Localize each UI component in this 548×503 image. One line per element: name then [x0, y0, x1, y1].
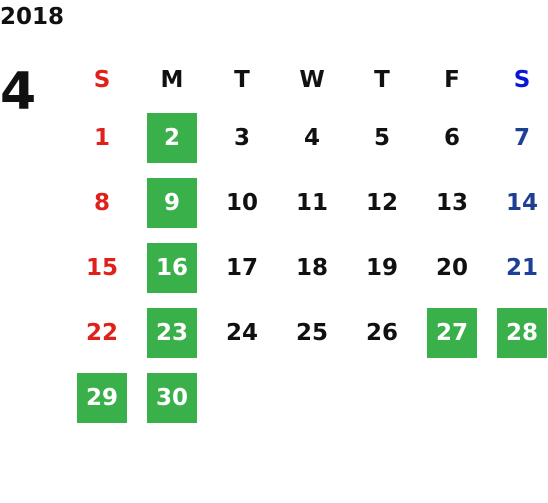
- day-number[interactable]: 20: [435, 254, 468, 281]
- week-row: 29 30: [67, 365, 548, 430]
- day-cell: 28: [487, 300, 548, 365]
- day-number[interactable]: 22: [85, 319, 118, 346]
- day-number[interactable]: 18: [295, 254, 328, 281]
- day-number-highlighted[interactable]: 27: [427, 307, 477, 358]
- day-number[interactable]: 14: [505, 189, 538, 216]
- empty-day-cell: [347, 365, 417, 430]
- day-cell: 16: [137, 235, 207, 300]
- calendar-grid: S M T W T F S 1 2 3 4 5 6 7 8 9 10 11 12…: [67, 55, 548, 430]
- day-number[interactable]: 6: [443, 124, 460, 151]
- day-number[interactable]: 17: [225, 254, 258, 281]
- day-cell: 26: [347, 300, 417, 365]
- day-number[interactable]: 24: [225, 319, 258, 346]
- day-cell: 30: [137, 365, 207, 430]
- day-cell: 15: [67, 235, 137, 300]
- week-row: 15 16 17 18 19 20 21: [67, 235, 548, 300]
- weekday-header-thu: T: [347, 55, 417, 105]
- day-number[interactable]: 21: [505, 254, 538, 281]
- weekday-label: W: [299, 67, 325, 93]
- day-cell: 24: [207, 300, 277, 365]
- day-number-highlighted[interactable]: 16: [147, 242, 197, 293]
- month-number: 4: [0, 62, 37, 122]
- weekday-label: S: [93, 67, 111, 93]
- weekday-header-mon: M: [137, 55, 207, 105]
- weekday-label: S: [513, 67, 531, 93]
- weekday-header-fri: F: [417, 55, 487, 105]
- day-number-highlighted[interactable]: 23: [147, 307, 197, 358]
- day-number[interactable]: 11: [295, 189, 328, 216]
- day-cell: 20: [417, 235, 487, 300]
- day-number[interactable]: 1: [93, 124, 110, 151]
- empty-day-cell: [487, 365, 548, 430]
- day-cell: 10: [207, 170, 277, 235]
- day-cell: 27: [417, 300, 487, 365]
- day-number[interactable]: 25: [295, 319, 328, 346]
- day-cell: 7: [487, 105, 548, 170]
- day-cell: 11: [277, 170, 347, 235]
- day-cell: 12: [347, 170, 417, 235]
- day-cell: 19: [347, 235, 417, 300]
- day-number[interactable]: 26: [365, 319, 398, 346]
- day-cell: 2: [137, 105, 207, 170]
- day-cell: 23: [137, 300, 207, 365]
- weekday-header-tue: T: [207, 55, 277, 105]
- day-cell: 4: [277, 105, 347, 170]
- day-number[interactable]: 8: [93, 189, 110, 216]
- day-cell: 18: [277, 235, 347, 300]
- day-cell: 29: [67, 365, 137, 430]
- day-cell: 22: [67, 300, 137, 365]
- day-number-highlighted[interactable]: 9: [147, 177, 197, 228]
- day-cell: 8: [67, 170, 137, 235]
- weekday-label: M: [160, 67, 184, 93]
- day-number[interactable]: 19: [365, 254, 398, 281]
- weekday-header-wed: W: [277, 55, 347, 105]
- day-number-highlighted[interactable]: 29: [77, 372, 127, 423]
- day-number[interactable]: 15: [85, 254, 118, 281]
- weekday-label: F: [444, 67, 460, 93]
- day-number[interactable]: 10: [225, 189, 258, 216]
- weekday-label: T: [374, 67, 390, 93]
- weekday-header-sun: S: [67, 55, 137, 105]
- day-cell: 17: [207, 235, 277, 300]
- weekday-label: T: [234, 67, 250, 93]
- day-number-highlighted[interactable]: 28: [497, 307, 547, 358]
- empty-day-cell: [277, 365, 347, 430]
- day-cell: 25: [277, 300, 347, 365]
- day-cell: 1: [67, 105, 137, 170]
- empty-day-cell: [417, 365, 487, 430]
- day-number[interactable]: 12: [365, 189, 398, 216]
- day-cell: 13: [417, 170, 487, 235]
- weekday-header-sat: S: [487, 55, 548, 105]
- day-cell: 6: [417, 105, 487, 170]
- day-number[interactable]: 13: [435, 189, 468, 216]
- day-number[interactable]: 4: [303, 124, 320, 151]
- day-number[interactable]: 5: [373, 124, 390, 151]
- week-row: 22 23 24 25 26 27 28: [67, 300, 548, 365]
- year-label: 2018: [0, 4, 65, 30]
- empty-day-cell: [207, 365, 277, 430]
- day-number-highlighted[interactable]: 2: [147, 112, 197, 163]
- day-cell: 3: [207, 105, 277, 170]
- weekday-header-row: S M T W T F S: [67, 55, 548, 105]
- day-cell: 21: [487, 235, 548, 300]
- week-row: 8 9 10 11 12 13 14: [67, 170, 548, 235]
- day-cell: 9: [137, 170, 207, 235]
- day-cell: 5: [347, 105, 417, 170]
- week-row: 1 2 3 4 5 6 7: [67, 105, 548, 170]
- day-number[interactable]: 7: [513, 124, 530, 151]
- day-number-highlighted[interactable]: 30: [147, 372, 197, 423]
- day-number[interactable]: 3: [233, 124, 250, 151]
- day-cell: 14: [487, 170, 548, 235]
